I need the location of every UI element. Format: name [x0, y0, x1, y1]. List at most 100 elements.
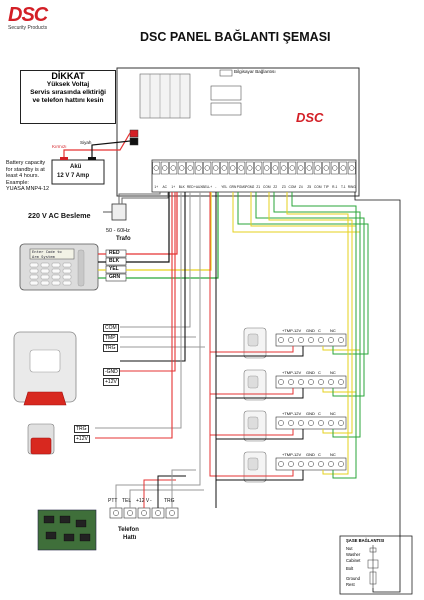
trafo-freq-label: 50 - 60Hz — [106, 228, 130, 234]
detector-terminal-label: 12V — [294, 328, 302, 333]
battery-note-line: least 4 hours. — [6, 173, 40, 179]
terminal-label: RING — [348, 185, 356, 189]
detector-terminal-label: 12V — [294, 452, 302, 457]
detector-screw — [298, 337, 304, 343]
terminal-label: +AUX- — [194, 185, 203, 189]
terminal-screw-head — [315, 165, 321, 171]
detector-screw — [338, 420, 344, 426]
detector-terminal-label: NC — [330, 370, 336, 375]
terminal-screw-head — [289, 165, 295, 171]
terminal-screw-head — [204, 165, 210, 171]
keypad-key — [40, 280, 50, 286]
terminal-screw-head — [213, 165, 219, 171]
terminal-screw-head — [281, 165, 287, 171]
phone-terminal-screw — [113, 510, 119, 516]
terminal-label: COM — [289, 185, 297, 189]
siren-strobe-lens — [23, 391, 67, 406]
ground-box-item-label: Bolt — [346, 566, 354, 571]
pc-link-connector — [219, 69, 233, 77]
phone-tel-wire — [129, 489, 204, 508]
phone-terminal-label: - — [150, 498, 152, 504]
strobe-12v-wire — [95, 192, 173, 439]
logo-tagline: Security Products — [8, 25, 48, 31]
phone-terminal-label: +12 V — [136, 498, 150, 504]
detector-com-wire — [255, 192, 365, 397]
battery-spec: 12 V 7 Amp — [57, 173, 90, 179]
detector-screw — [318, 337, 324, 343]
detector-com-wire — [237, 192, 369, 355]
siren-terminal-label: TMP — [103, 334, 118, 342]
detector-screw — [338, 379, 344, 385]
detector-terminal-label: GND — [306, 370, 315, 375]
siren-gnd-wire — [120, 192, 186, 362]
terminal-label: COM — [314, 185, 322, 189]
terminal-screw-head — [306, 165, 312, 171]
detector-terminal-label: 12V — [294, 370, 302, 375]
detector-gnd-wire — [216, 388, 304, 399]
detector-terminal-label: GND — [306, 328, 315, 333]
detector-terminal-label: NC — [330, 452, 336, 457]
keypad-key — [51, 274, 61, 280]
phone-terminal-screw — [141, 510, 147, 516]
ground-box-item-label: Washer — [346, 552, 361, 557]
terminal-screw-head — [264, 165, 270, 171]
terminal-label: Z2 — [273, 185, 277, 189]
detector-screw — [298, 420, 304, 426]
detector-terminal-label: C — [318, 328, 321, 333]
phone-gnd-wire — [157, 475, 186, 508]
detector-screw — [278, 461, 284, 467]
keypad-screen-line: Enter Code to — [32, 249, 62, 254]
detector-terminal-label: GND — [306, 411, 315, 416]
keypad-key — [62, 280, 72, 286]
terminal-label: Z3 — [282, 185, 286, 189]
warning-line-1: Yüksek Voltaj — [46, 81, 90, 88]
keypad-side-keys — [77, 249, 85, 287]
keypad-key — [62, 274, 72, 280]
detector-com-wire — [273, 192, 361, 438]
detector-screw — [308, 337, 314, 343]
battery-note: Battery capacity for standby is at least… — [6, 160, 54, 193]
detector-terminal-label: +TMP- — [282, 452, 295, 457]
keypad-wire-label: GRN — [109, 274, 121, 280]
terminal-screw-head — [340, 165, 346, 171]
strobe-terminal-label: TRG — [74, 425, 89, 433]
keypad-key — [40, 268, 50, 274]
terminal-screw-head — [255, 165, 261, 171]
battery-name: Akü — [70, 164, 82, 170]
keypad-key — [40, 274, 50, 280]
panel-chip-2 — [210, 102, 242, 116]
keypad-key — [29, 262, 39, 268]
battery-note-line: Battery capacity — [6, 160, 46, 166]
terminal-label: Z1 — [256, 185, 260, 189]
terminal-label: GRN — [229, 185, 237, 189]
detector-zone-wire — [286, 192, 349, 475]
detector-screw — [288, 461, 294, 467]
detector-screw — [318, 379, 324, 385]
terminal-screw-head — [323, 165, 329, 171]
battery-red-label: Kırmızı — [52, 144, 67, 149]
siren-com-wire — [120, 192, 191, 328]
terminal-screw-head — [153, 165, 159, 171]
ground-box-item-label: Cabinet — [346, 558, 361, 563]
keypad-wire-label: BLK — [109, 258, 120, 264]
detector-terminal-label: +TMP- — [282, 411, 295, 416]
terminal-label: AC — [163, 185, 168, 189]
keypad-wire-run — [126, 192, 178, 255]
detector-terminal-label: 12V — [294, 411, 302, 416]
detector-screw — [308, 461, 314, 467]
detector-screw — [338, 337, 344, 343]
terminal-screw-head — [187, 165, 193, 171]
detector-screw — [318, 461, 324, 467]
phone-terminal-screw — [155, 510, 161, 516]
detector-lens — [247, 416, 259, 430]
detector-terminal-label: GND — [306, 452, 315, 457]
terminal-label: T-1 — [341, 185, 346, 189]
terminal-screw-head — [298, 165, 304, 171]
terminal-label: PGM1 — [237, 185, 246, 189]
detector-gnd-wire — [216, 429, 304, 440]
panel-heatsink — [139, 73, 191, 119]
detector-lens — [247, 375, 259, 389]
battery-black-wire — [91, 140, 131, 157]
battery-black-label: Siyah — [80, 140, 92, 145]
terminal-screw-head — [332, 165, 338, 171]
